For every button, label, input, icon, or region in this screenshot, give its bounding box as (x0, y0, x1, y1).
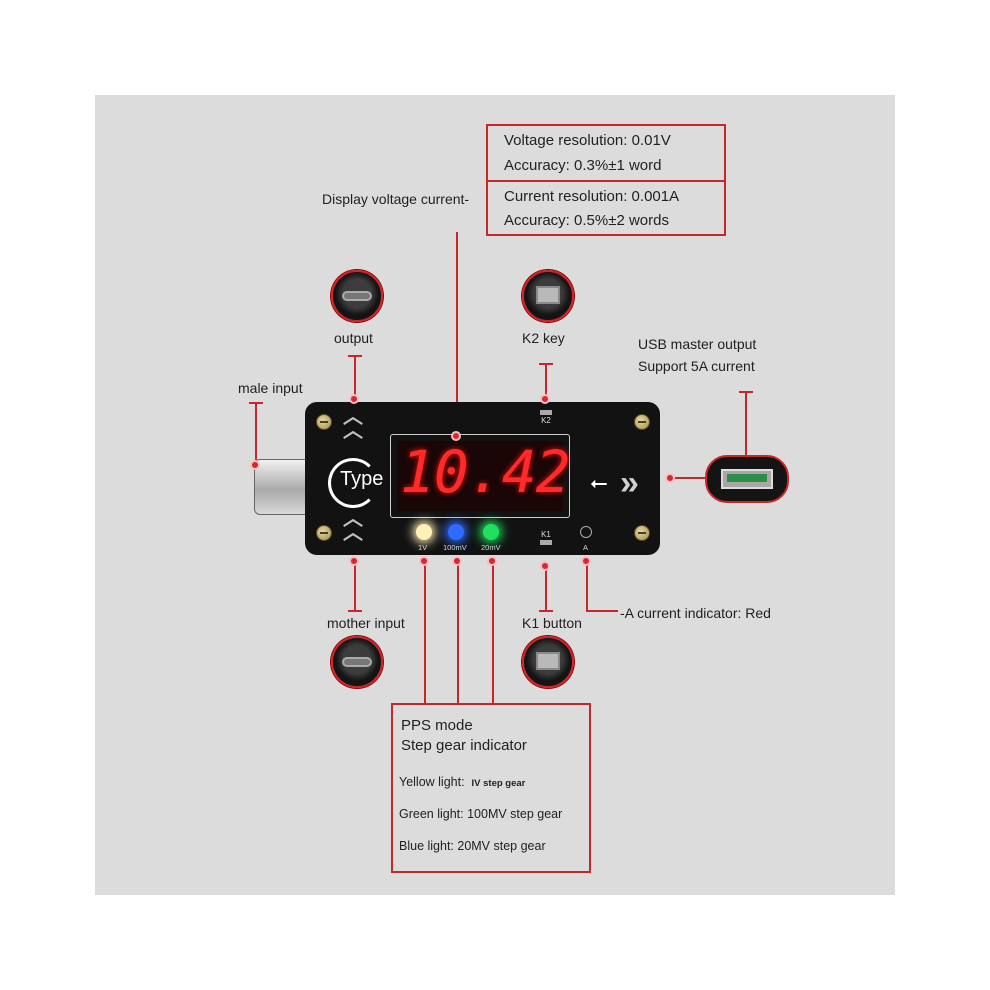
pps-yellow-prefix: Yellow light: (399, 775, 465, 789)
display-frame (390, 434, 570, 518)
output-connector-cap (348, 355, 362, 357)
a-indicator-dot (581, 556, 591, 566)
mother-input-connector-cap (348, 610, 362, 612)
voltage-accuracy: Accuracy: 0.3%±1 word (504, 157, 662, 174)
pps-yellow-line: Yellow light: IV step gear (399, 775, 525, 789)
screw-icon (316, 525, 332, 541)
k2-key-label: K2 key (522, 330, 565, 346)
k1-button-label: K1 button (522, 615, 582, 631)
spec-divider (488, 180, 724, 182)
type-logo-text: Type (340, 468, 384, 490)
led-yellow-dot (419, 556, 429, 566)
led-green (483, 524, 499, 540)
display-label: Display voltage current- (322, 191, 470, 207)
pps-blue-line: Blue light: 20MV step gear (399, 839, 546, 853)
display-window (397, 441, 563, 511)
k1-button-callout (522, 636, 574, 688)
type-c-male-plug (254, 459, 312, 515)
a-connector-h (586, 610, 618, 612)
output-connector (354, 355, 356, 395)
usb-connector-h (670, 477, 706, 479)
led-label-20mv: 20mV (481, 543, 501, 552)
k2-dot (540, 394, 550, 404)
pps-subtitle: Step gear indicator (401, 737, 527, 754)
output-port-callout (331, 270, 383, 322)
display-connector (456, 232, 458, 436)
mother-input-connector (354, 562, 356, 612)
led-yellow-connector (424, 560, 426, 705)
led-label-1v: 1V (418, 543, 428, 552)
k2-key-callout (522, 270, 574, 322)
screw-icon (634, 525, 650, 541)
pps-title: PPS mode (401, 717, 473, 734)
usb-icon: ⭠ (590, 470, 608, 495)
led-green-connector (492, 560, 494, 705)
current-accuracy: Accuracy: 0.5%±2 words (504, 212, 669, 229)
led-blue-connector (457, 560, 459, 705)
usb-output-label-1: USB master output (638, 336, 757, 352)
display-reading: 10.42 (400, 438, 571, 506)
k2-connector (545, 363, 547, 401)
output-label: output (334, 330, 373, 346)
chevron-up-icon: ︿︿ (343, 508, 363, 544)
k1-mark: K1 (541, 530, 551, 539)
male-input-dot (250, 460, 260, 470)
pps-green-line: Green light: 100MV step gear (399, 807, 563, 821)
usb-dot (665, 473, 675, 483)
usb-output-label-2: Support 5A current (638, 358, 755, 374)
output-dot (349, 394, 359, 404)
led-green-dot (487, 556, 497, 566)
led-blue-dot (452, 556, 462, 566)
k2-mark: K2 (541, 416, 551, 425)
usb-port-callout (705, 455, 789, 503)
k2-key[interactable] (540, 410, 552, 415)
k2-connector-cap (539, 363, 553, 365)
male-input-connector-cap (249, 402, 263, 404)
k1-connector-cap (539, 610, 553, 612)
mother-input-dot (349, 556, 359, 566)
k1-key[interactable] (540, 540, 552, 545)
a-mark: A (583, 543, 589, 552)
k1-connector (545, 567, 547, 612)
current-resolution: Current resolution: 0.001A (504, 188, 680, 205)
chevron-right-icon: » (620, 464, 639, 502)
usb-connector-cap (739, 391, 753, 393)
mother-input-callout (331, 636, 383, 688)
a-indicator-led (580, 526, 592, 538)
usb-connector-v (745, 391, 747, 455)
mother-input-label: mother input (327, 615, 405, 631)
a-indicator-label: -A current indicator: Red (620, 605, 771, 621)
chevron-up-icon: ︿︿ (343, 406, 363, 442)
pps-yellow-value: IV step gear (471, 778, 526, 789)
led-blue (448, 524, 464, 540)
voltage-resolution: Voltage resolution: 0.01V (504, 132, 671, 149)
k1-dot (540, 561, 550, 571)
pps-box: PPS mode Step gear indicator Yellow ligh… (391, 703, 591, 873)
screw-icon (634, 414, 650, 430)
male-input-connector (255, 402, 257, 460)
male-input-label: male input (238, 380, 303, 396)
spec-box: Voltage resolution: 0.01V Accuracy: 0.3%… (486, 124, 726, 236)
a-connector-v (586, 563, 588, 611)
led-yellow (416, 524, 432, 540)
led-label-100mv: 100mV (443, 543, 467, 552)
screw-icon (316, 414, 332, 430)
display-dot (451, 431, 461, 441)
type-c-logo-icon (328, 458, 378, 508)
